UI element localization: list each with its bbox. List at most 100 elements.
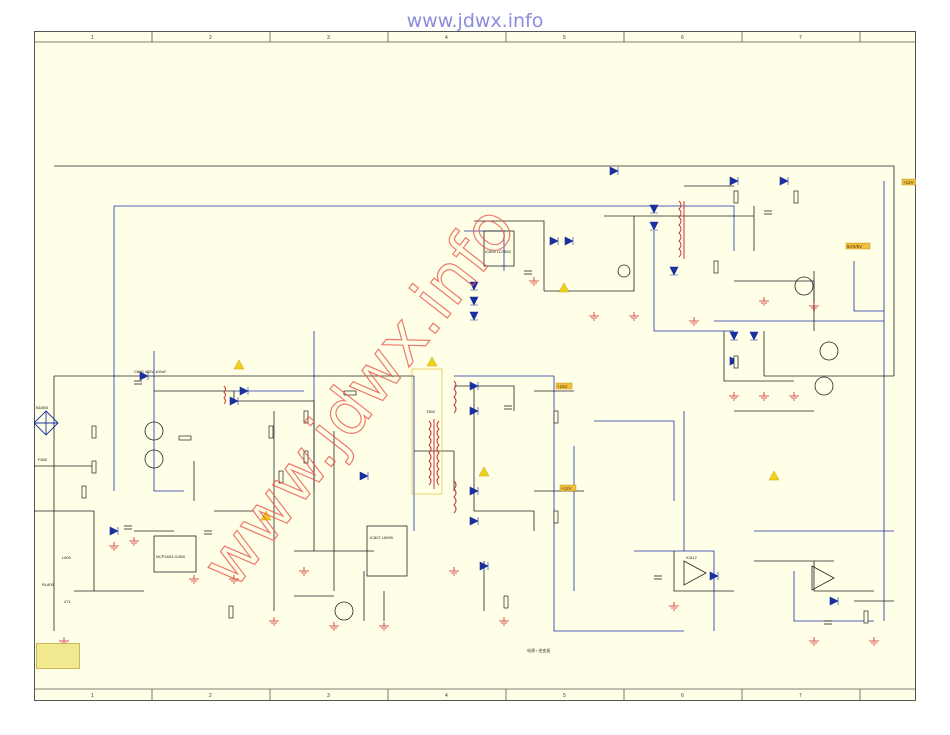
ground-symbol xyxy=(109,542,119,551)
grid-number: 4 xyxy=(445,693,448,699)
net-label: +12V xyxy=(903,180,914,185)
stamp-box xyxy=(36,643,80,669)
net-label: +12V xyxy=(561,486,572,491)
grid-number: 4 xyxy=(445,35,448,41)
ground-symbol xyxy=(529,277,539,286)
diode-symbol xyxy=(729,331,739,341)
part-ref: C800 450V 100uF xyxy=(134,369,167,374)
diode-symbol xyxy=(549,236,559,246)
ground-symbol xyxy=(129,537,139,546)
net-label-box xyxy=(559,484,577,492)
ground-symbols xyxy=(59,277,879,646)
part-ref: IC806 LD7550 xyxy=(485,249,512,254)
schematic-drawing: 12345678 12345678 xyxy=(34,31,916,701)
ground-symbol xyxy=(299,567,309,576)
part-ref: NCP1653 IC800 xyxy=(156,554,186,559)
resistors xyxy=(81,190,869,624)
schematic-sheet: 12345678 12345678 xyxy=(34,31,916,701)
diagonal-watermark: www.jdwx.info xyxy=(188,192,530,600)
ground-symbol xyxy=(869,637,879,646)
grid-number: 6 xyxy=(681,35,684,41)
diode-symbol xyxy=(709,571,719,581)
part-ref: L800 xyxy=(62,555,72,560)
site-watermark: www.jdwx.info xyxy=(406,10,544,32)
ground-symbol xyxy=(809,637,819,646)
part-ref: BD800 xyxy=(36,405,49,410)
net-label: +15V xyxy=(557,384,568,389)
grid-number: 1 xyxy=(91,35,94,41)
transformer-frame xyxy=(411,368,443,495)
diode-symbol xyxy=(469,486,479,496)
grid-number: 5 xyxy=(563,693,566,699)
ground-symbol xyxy=(59,637,69,646)
ground-symbol xyxy=(229,575,239,584)
part-references: T802 NCP1653 IC800 IC807 L6599 IC806 LD7… xyxy=(36,249,697,587)
grid-number: 5 xyxy=(563,35,566,41)
ground-symbol xyxy=(499,617,509,626)
grid-number: 3 xyxy=(327,35,330,41)
diode-symbol xyxy=(469,516,479,526)
ground-symbol xyxy=(789,392,799,401)
ground-symbol xyxy=(629,312,639,321)
ground-symbol xyxy=(669,602,679,611)
part-ref: RL800 xyxy=(42,582,55,587)
sheet-frame xyxy=(34,31,916,701)
ground-symbol xyxy=(189,575,199,584)
footer-note: 电源 / 逆变板 xyxy=(527,648,551,653)
transistors xyxy=(144,264,839,621)
ground-symbol xyxy=(269,617,279,626)
diode-symbol xyxy=(649,204,659,214)
diode-symbol xyxy=(359,471,369,481)
grid-number: 2 xyxy=(209,35,212,41)
diode-symbol xyxy=(229,396,239,406)
diode-symbol xyxy=(239,386,249,396)
net-label-box xyxy=(845,242,871,250)
bridge-rectifier xyxy=(34,410,59,436)
diode-symbol xyxy=(469,406,479,416)
diode-symbol xyxy=(139,371,149,381)
warning-marks xyxy=(233,282,780,521)
signal-wiring xyxy=(113,181,894,632)
ic-packages xyxy=(153,230,835,591)
diode-symbol xyxy=(829,596,839,606)
ground-symbol xyxy=(809,302,819,311)
main-transformer xyxy=(428,380,457,514)
grid-number: 6 xyxy=(681,693,684,699)
grid-dividers xyxy=(151,31,861,701)
diode-symbol xyxy=(109,526,119,536)
grid-numbers-bottom: 12345678 xyxy=(91,693,802,699)
ground-symbol xyxy=(759,297,769,306)
ground-symbol xyxy=(589,312,599,321)
ground-symbol xyxy=(449,567,459,576)
grid-number: 2 xyxy=(209,693,212,699)
ground-symbol xyxy=(379,622,389,631)
diode-symbol xyxy=(469,381,479,391)
diode-symbol xyxy=(469,281,479,291)
diode-symbol xyxy=(564,236,574,246)
grid-number: 1 xyxy=(91,693,94,699)
ground-symbol xyxy=(759,392,769,401)
diode-symbol xyxy=(469,296,479,306)
diode-symbol xyxy=(469,311,479,321)
diode-symbol xyxy=(649,221,659,231)
grid-numbers-top: 12345678 xyxy=(91,35,802,41)
side-label: 471 xyxy=(64,599,71,604)
diode-symbol xyxy=(479,561,489,571)
power-wiring xyxy=(34,165,895,631)
grid-number: 7 xyxy=(799,693,802,699)
net-label: 5VS/5V xyxy=(847,244,862,249)
capacitors xyxy=(124,210,832,625)
diode-symbol xyxy=(749,331,759,341)
part-ref: IC807 L6599 xyxy=(370,535,394,540)
net-label-box xyxy=(555,382,573,390)
part-ref: IC812 xyxy=(686,555,697,560)
net-label-box xyxy=(901,178,916,186)
standby-transformer xyxy=(223,200,685,405)
ground-symbol xyxy=(689,317,699,326)
net-label-group: +12V 5VS/5V +15V +12V xyxy=(555,178,916,492)
grid-number: 3 xyxy=(327,693,330,699)
part-ref: T802 xyxy=(426,409,436,414)
part-ref: F800 xyxy=(38,457,48,462)
diode-symbol xyxy=(669,266,679,276)
diode-symbol xyxy=(729,176,739,186)
